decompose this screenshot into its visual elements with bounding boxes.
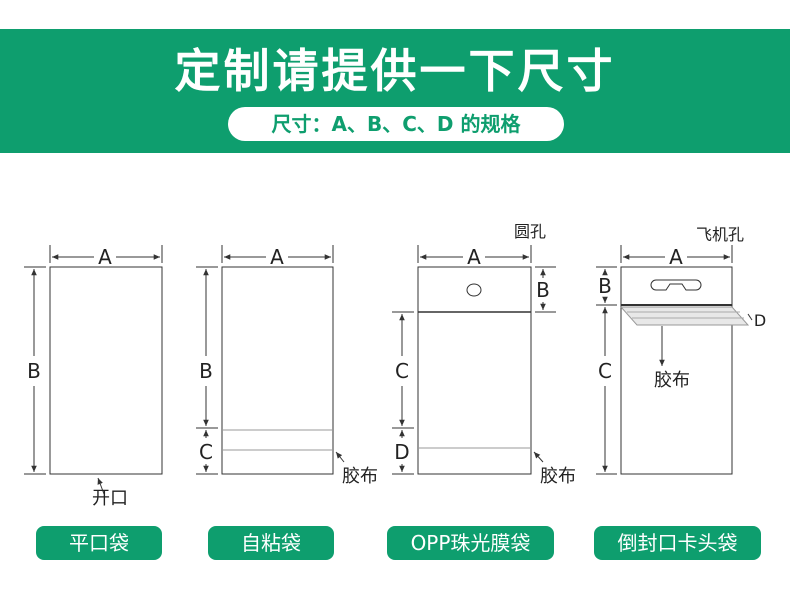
header-card-bag-diagram	[596, 245, 753, 475]
page-subtitle: 尺寸：A、B、C、D 的规格	[228, 107, 564, 141]
tape-label-2: 胶布	[540, 466, 576, 487]
self-adhesive-c-label: C	[199, 440, 213, 464]
flat-bag-b-label: B	[27, 359, 41, 383]
opp-bag-outline	[417, 266, 532, 475]
round-hole-label: 圆孔	[514, 222, 546, 241]
opp-a-label: A	[467, 245, 481, 269]
bag-type-opp: OPP珠光膜袋	[387, 526, 554, 560]
opp-bag-diagram	[392, 245, 556, 475]
header-card-b-label: B	[598, 274, 612, 298]
opp-c-label: C	[395, 359, 409, 383]
self-adhesive-a-label: A	[270, 245, 284, 269]
header-card-d-dim	[747, 313, 753, 321]
folded-flap	[619, 306, 750, 326]
self-adhesive-b-label: B	[199, 359, 213, 383]
header-card-d-label: D	[754, 311, 766, 330]
self-adhesive-bag-outline	[221, 266, 334, 475]
flat-bag-outline	[49, 266, 163, 475]
bag-type-header-card: 倒封口卡头袋	[594, 526, 761, 560]
tape-arrow-2	[533, 451, 544, 463]
flat-bag-diagram	[24, 245, 163, 495]
opp-b-label: B	[536, 278, 550, 302]
tape-label-3: 胶布	[654, 370, 690, 391]
header-banner: 定制请提供一下尺寸 尺寸：A、B、C、D 的规格	[0, 29, 790, 153]
tape-label-1: 胶布	[342, 466, 378, 487]
round-hole	[466, 283, 482, 297]
airplane-hole-label: 飞机孔	[696, 225, 744, 244]
bag-type-self-adhesive: 自粘袋	[208, 526, 334, 560]
self-adhesive-bag-diagram	[196, 245, 345, 475]
opening-arrow	[97, 477, 105, 495]
opp-d-label: D	[394, 440, 409, 464]
header-card-bag-outline	[620, 266, 733, 475]
opening-label: 开口	[92, 488, 128, 509]
airplane-hole	[650, 279, 702, 291]
flat-bag-a-label: A	[98, 245, 112, 269]
header-card-a-label: A	[669, 245, 683, 269]
page-title: 定制请提供一下尺寸	[174, 44, 616, 98]
bag-type-flat: 平口袋	[36, 526, 162, 560]
tape-arrow-1	[335, 451, 345, 463]
header-card-c-label: C	[598, 359, 612, 383]
